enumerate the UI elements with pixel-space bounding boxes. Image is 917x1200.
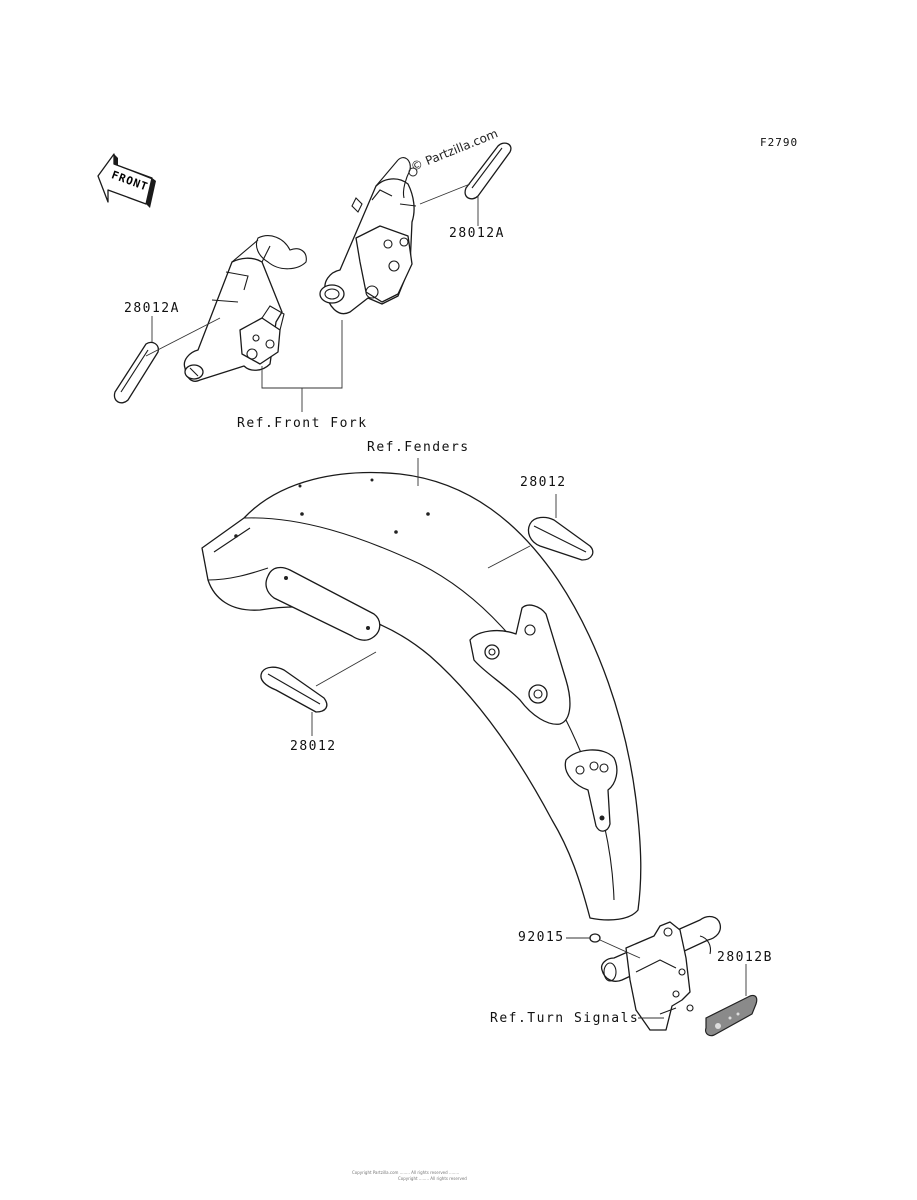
callout-28012-upper: 28012 <box>520 475 567 490</box>
decal-28012-fender-upper <box>527 516 594 561</box>
callout-ref-fenders: Ref.Fenders <box>367 440 470 455</box>
callout-28012a-right: 28012A <box>449 226 505 241</box>
callout-28012-lower: 28012 <box>290 739 337 754</box>
callout-28012a-left: 28012A <box>124 301 180 316</box>
callout-ref-front-fork: Ref.Front Fork <box>237 416 368 431</box>
turn-signal-bracket <box>600 915 722 1031</box>
left-fork-slider <box>183 235 307 382</box>
callout-92015: 92015 <box>518 930 565 945</box>
callout-28012b: 28012B <box>717 950 773 965</box>
leader-lines <box>145 183 747 1019</box>
front-fender <box>201 471 642 921</box>
decal-28012a-right <box>464 142 512 200</box>
front-arrow-icon: FRONT <box>97 153 156 208</box>
footer-copyright-line-2: Copyright ........ All rights reserved <box>398 1176 467 1181</box>
nut-92015 <box>589 933 601 943</box>
figure-code: F2790 <box>760 136 799 149</box>
decal-28012a-left <box>113 341 159 404</box>
decal-28012-fender-lower <box>260 666 328 713</box>
right-fork-slider <box>319 157 417 315</box>
callout-ref-turn-signals: Ref.Turn Signals <box>490 1011 640 1026</box>
decal-28012b <box>705 994 758 1037</box>
footer-copyright-line-1: Copyright Partzilla.com ........ All rig… <box>352 1170 460 1175</box>
